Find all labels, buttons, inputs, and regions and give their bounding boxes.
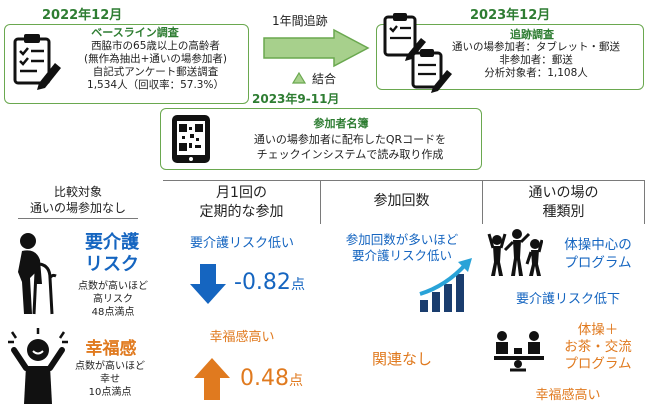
care-risk-desc: 点数が高いほど 高リスク 48点満点 [68, 280, 158, 319]
clipboard-pencil-icon [13, 34, 61, 90]
happy-col3-text-line-3: プログラム [564, 356, 632, 372]
col1-header-line-2: 定期的な参加 [199, 204, 284, 220]
happy-col1-number: 0.48 [240, 366, 289, 391]
care-col3-text-line-1: 体操中心の [564, 237, 632, 253]
col2-header: 参加回数 [321, 180, 483, 224]
care-col3-text-line-2: プログラム [564, 255, 632, 271]
happy-person-icon [8, 328, 68, 404]
baseline-line-3: 自記式アンケート郵送調査 [92, 66, 219, 78]
care-col1-number: -0.82 [234, 270, 291, 295]
happy-col1-value: 0.48点 [240, 366, 303, 391]
baseline-line-4: 1,534人（回収率：57.3%） [87, 79, 224, 91]
combine-date: 2023年9-11月 [252, 92, 340, 106]
care-col1-unit: 点 [290, 277, 305, 293]
combine-label: 結合 [312, 72, 337, 86]
care-col3-text: 体操中心の プログラム [548, 236, 648, 272]
bar-growth-icon [419, 258, 472, 312]
followup-box: 追跡調査 通いの場参加者：タブレット・郵送 非参加者：郵送 分析対象者：1,10… [376, 13, 644, 93]
care-col3-result: 要介護リスク低下 [515, 292, 620, 307]
happy-col3-text-line-2: お茶・交流 [564, 339, 632, 355]
compare-header-line-2: 通いの場参加なし [29, 201, 126, 215]
care-col2-text: 参加回数が多いほど 要介護リスク低い [322, 232, 482, 264]
tablet-qr-icon [172, 115, 210, 163]
registry-box: 参加者名簿 通いの場参加者に配布したQRコードを チェックインシステムで読み取り… [160, 108, 482, 170]
followup-line-2: 非参加者：郵送 [499, 54, 573, 66]
followup-line-1: 通いの場参加者：タブレット・郵送 [452, 41, 620, 53]
care-col2-text-line-2: 要介護リスク低い [351, 248, 452, 263]
baseline-line-1: 西脇市の65歳以上の高齢者 [91, 40, 220, 52]
happy-col1-unit: 点 [288, 373, 303, 389]
care-risk-desc-line-1: 点数が高いほど [78, 281, 148, 292]
tracking-label: 1年間追跡 [272, 14, 328, 28]
followup-line-3: 分析対象者：1,108人 [484, 67, 588, 79]
happiness-desc-line-2: 幸せ [100, 374, 120, 385]
elderly-cane-icon [18, 233, 57, 315]
baseline-line-2: (無作為抽出+通いの場参加者) [84, 53, 227, 65]
baseline-box: ベースライン調査 西脇市の65歳以上の高齢者 (無作為抽出+通いの場参加者) 自… [4, 24, 249, 104]
followup-date: 2023年12月 [470, 8, 551, 23]
col3-header-line-1: 通いの場の [528, 185, 599, 201]
happy-col3-result: 幸福感高い [535, 388, 601, 403]
happy-col3-text-line-1: 体操＋ [577, 322, 619, 338]
compare-header: 比較対象 通いの場参加なし [18, 184, 138, 219]
registry-line-2: チェックインシステムで読み取り作成 [256, 148, 444, 161]
triangle-up-icon [292, 72, 306, 84]
arrow-down-icon [190, 264, 226, 304]
arrow-up-icon [194, 358, 230, 400]
happy-col2-text: 関連なし [371, 350, 432, 368]
happy-col3-text: 体操＋ お茶・交流 プログラム [548, 322, 648, 373]
clipboard-pencil-icon [411, 49, 452, 93]
care-risk-label-line-1: 要介護 [85, 232, 139, 253]
col1-header: 月1回の 定期的な参加 [163, 180, 321, 224]
care-risk-label: 要介護 リスク [72, 232, 152, 276]
exercise-group-icon [487, 229, 543, 276]
tea-gathering-icon [494, 331, 544, 372]
baseline-title: ベースライン調査 [91, 26, 179, 39]
compare-header-line-1: 比較対象 [53, 185, 102, 199]
happiness-desc-line-3: 10点満点 [88, 387, 132, 398]
care-risk-desc-line-3: 48点満点 [91, 307, 135, 318]
col3-header-line-2: 種類別 [542, 204, 585, 220]
right-arrow-icon [263, 28, 370, 68]
followup-title: 追跡調査 [510, 28, 554, 41]
happiness-desc-line-1: 点数が高いほど [75, 361, 145, 372]
col3-header: 通いの場の 種類別 [483, 180, 645, 224]
registry-line-1: 通いの場参加者に配布したQRコードを [253, 133, 447, 146]
registry-title: 参加者名簿 [313, 117, 369, 130]
care-risk-label-line-2: リスク [85, 254, 139, 275]
happy-col1-text: 幸福感高い [209, 330, 275, 345]
care-col2-text-line-1: 参加回数が多いほど [345, 232, 459, 247]
col1-header-line-1: 月1回の [216, 185, 267, 201]
happiness-desc: 点数が高いほど 幸せ 10点満点 [70, 360, 150, 399]
clipboard-check-icon [383, 13, 426, 61]
care-col1-text: 要介護リスク低い [189, 236, 294, 251]
happiness-label: 幸福感 [85, 339, 137, 359]
care-risk-desc-line-2: 高リスク [93, 294, 133, 305]
care-col1-value: -0.82点 [234, 270, 305, 295]
baseline-date: 2022年12月 [42, 8, 123, 23]
